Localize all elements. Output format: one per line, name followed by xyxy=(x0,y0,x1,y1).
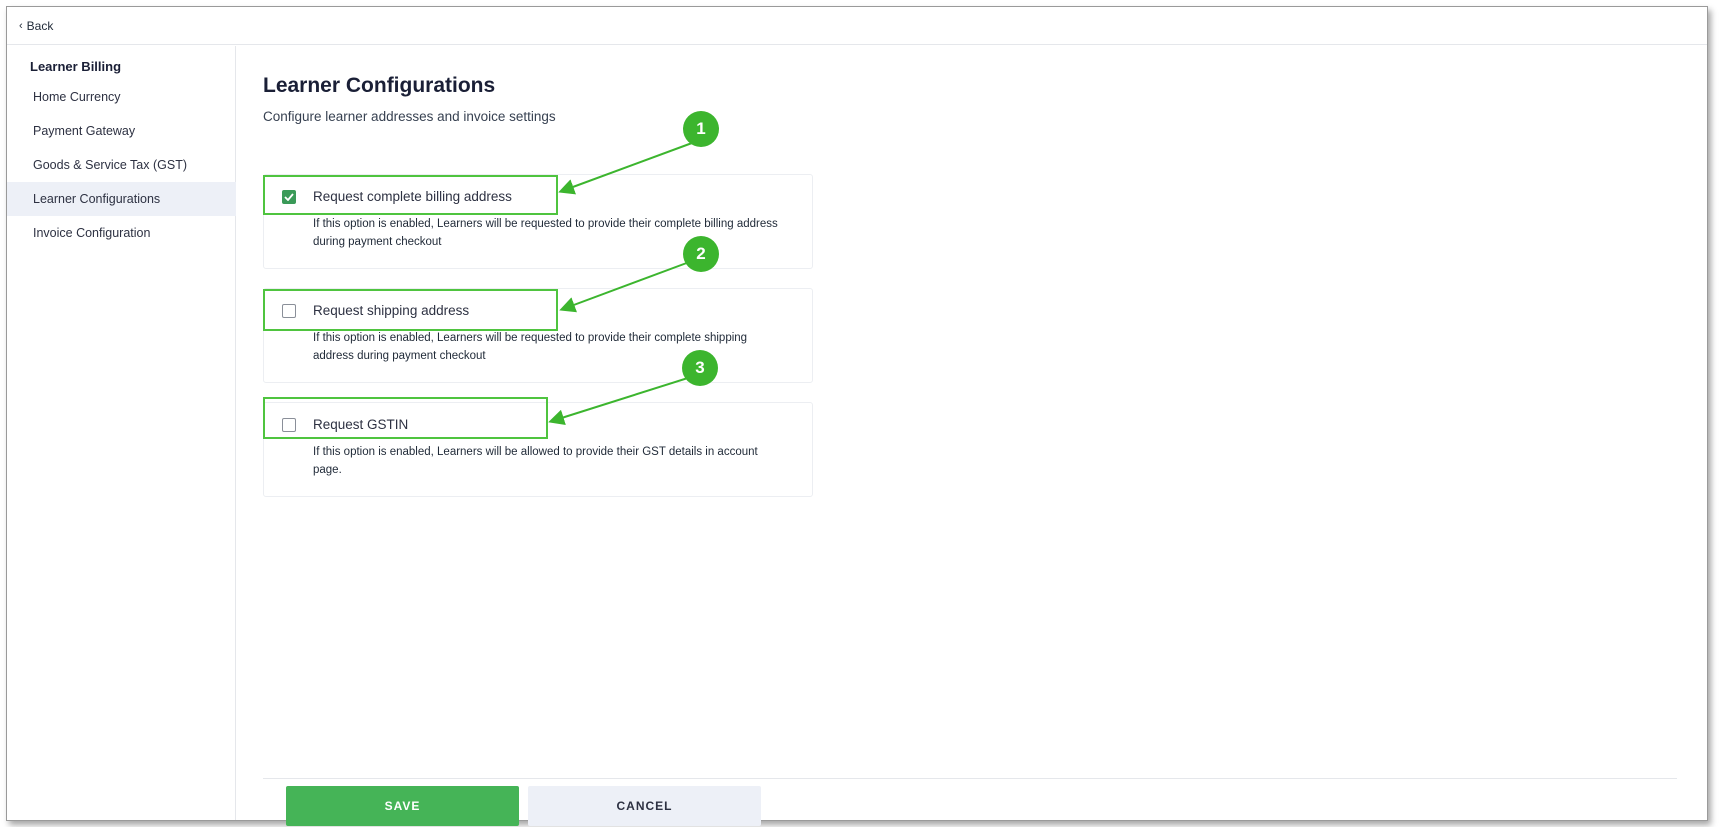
sidebar-item-home-currency[interactable]: Home Currency xyxy=(33,90,121,104)
page-title: Learner Configurations xyxy=(263,74,496,97)
footer-divider xyxy=(263,778,1677,779)
page-subtitle: Configure learner addresses and invoice … xyxy=(263,109,556,124)
shipping-address-description: If this option is enabled, Learners will… xyxy=(313,332,748,362)
shipping-address-label: Request shipping address xyxy=(313,303,470,318)
option-card-billing-address: Request complete billing address If this… xyxy=(263,174,813,269)
cancel-button[interactable]: CANCEL xyxy=(528,786,761,826)
shipping-address-checkbox[interactable] xyxy=(282,303,296,318)
sidebar-item-invoice-configuration[interactable]: Invoice Configuration xyxy=(33,226,151,240)
billing-address-label: Request complete billing address xyxy=(313,189,512,204)
annotation-badge-1: 1 xyxy=(683,111,719,147)
option-card-shipping-address: Request shipping address If this option … xyxy=(263,288,813,383)
shipping-address-option[interactable]: Request shipping address xyxy=(282,303,469,318)
sidebar-title: Learner Billing xyxy=(30,59,122,74)
app-window: ‹ Back Learner Billing Home Currency Pay… xyxy=(6,6,1708,826)
chevron-left-icon: ‹ xyxy=(19,19,23,32)
gstin-checkbox[interactable] xyxy=(282,417,296,432)
billing-address-description: If this option is enabled, Learners will… xyxy=(313,218,778,248)
annotation-badge-2: 2 xyxy=(683,236,719,272)
billing-address-checkbox[interactable] xyxy=(282,189,296,204)
sidebar-item-gst[interactable]: Goods & Service Tax (GST) xyxy=(33,158,187,172)
back-label: Back xyxy=(26,18,54,33)
gstin-label: Request GSTIN xyxy=(313,417,409,432)
option-card-gstin: Request GSTIN If this option is enabled,… xyxy=(263,402,813,497)
billing-address-option[interactable]: Request complete billing address xyxy=(282,189,512,204)
save-button[interactable]: SAVE xyxy=(286,786,519,826)
sidebar-nav: Home Currency Payment Gateway Goods & Se… xyxy=(7,80,236,250)
sidebar-item-payment-gateway[interactable]: Payment Gateway xyxy=(33,124,136,138)
top-bar: ‹ Back xyxy=(7,7,1707,45)
gstin-description: If this option is enabled, Learners will… xyxy=(313,446,758,476)
gstin-option[interactable]: Request GSTIN xyxy=(282,417,408,432)
sidebar: Learner Billing Home Currency Payment Ga… xyxy=(7,46,236,820)
main-content: Learner Configurations Configure learner… xyxy=(237,46,1707,826)
sidebar-item-learner-configurations[interactable]: Learner Configurations xyxy=(7,182,236,216)
checkmark-icon xyxy=(284,192,294,201)
back-link[interactable]: ‹ Back xyxy=(19,19,53,33)
annotation-badge-3: 3 xyxy=(682,350,718,386)
